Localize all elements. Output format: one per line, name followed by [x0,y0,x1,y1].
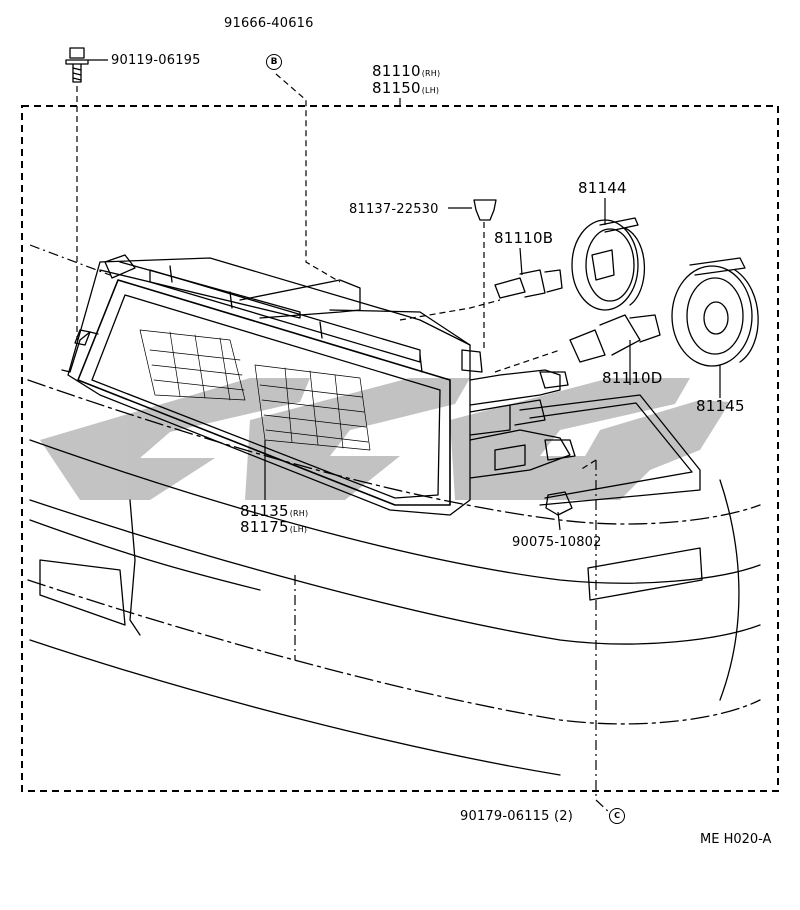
part-number-81175: 81175 [240,518,289,536]
quantity: (2) [553,809,573,824]
marker-c-icon: C [609,808,625,824]
part-number-91666-40616: 91666-40616 [224,16,314,31]
part-number-90179-06115: 90179-06115 (2) [460,809,573,824]
leader-line [595,460,613,816]
part-number-90179: 90179-06115 [460,809,550,824]
part-number-81135-rh: 81135(RH) [240,503,308,522]
headlamp-housing [61,254,576,516]
marker-b-icon: B [266,54,282,70]
bulb-81110d [569,314,661,363]
bolt-90119 [65,47,89,83]
clip-part [473,199,497,221]
clip-90075 [545,491,573,516]
part-number-81137-22530: 81137-22530 [349,202,439,217]
leader-line [494,349,561,373]
leader-line [29,244,111,276]
part-number-81110-rh: 81110(RH) [372,63,440,82]
leader-line [557,511,561,531]
part-number-81150-lh: 81150(LH) [372,80,439,99]
lh-suffix: (LH) [421,86,440,95]
part-number-90075-10802: 90075-10802 [512,535,602,550]
rh-suffix: (RH) [421,69,441,78]
leader-line [399,299,501,321]
rear-cover-81145 [671,257,759,367]
part-number-90119-06195: 90119-06195 [111,53,201,68]
leader-line [579,459,597,471]
part-number-81175-lh: 81175(LH) [240,519,307,538]
leader-line [275,73,341,283]
part-number-81110: 81110 [372,62,421,80]
part-number-81150: 81150 [372,79,421,97]
part-number-81110b: 81110B [494,229,554,247]
diagram-code: ME H020-A [700,832,772,847]
part-number-81135: 81135 [240,502,289,520]
rear-cover-81144 [571,217,646,311]
part-number-81110d: 81110D [602,369,663,387]
part-number-81145: 81145 [696,397,745,415]
bulb-81110b [494,269,563,299]
car-body-outline [27,379,761,776]
rh-suffix: (RH) [289,509,309,518]
lh-suffix: (LH) [289,525,308,534]
part-number-81144: 81144 [578,179,627,197]
leader-line [519,247,523,276]
